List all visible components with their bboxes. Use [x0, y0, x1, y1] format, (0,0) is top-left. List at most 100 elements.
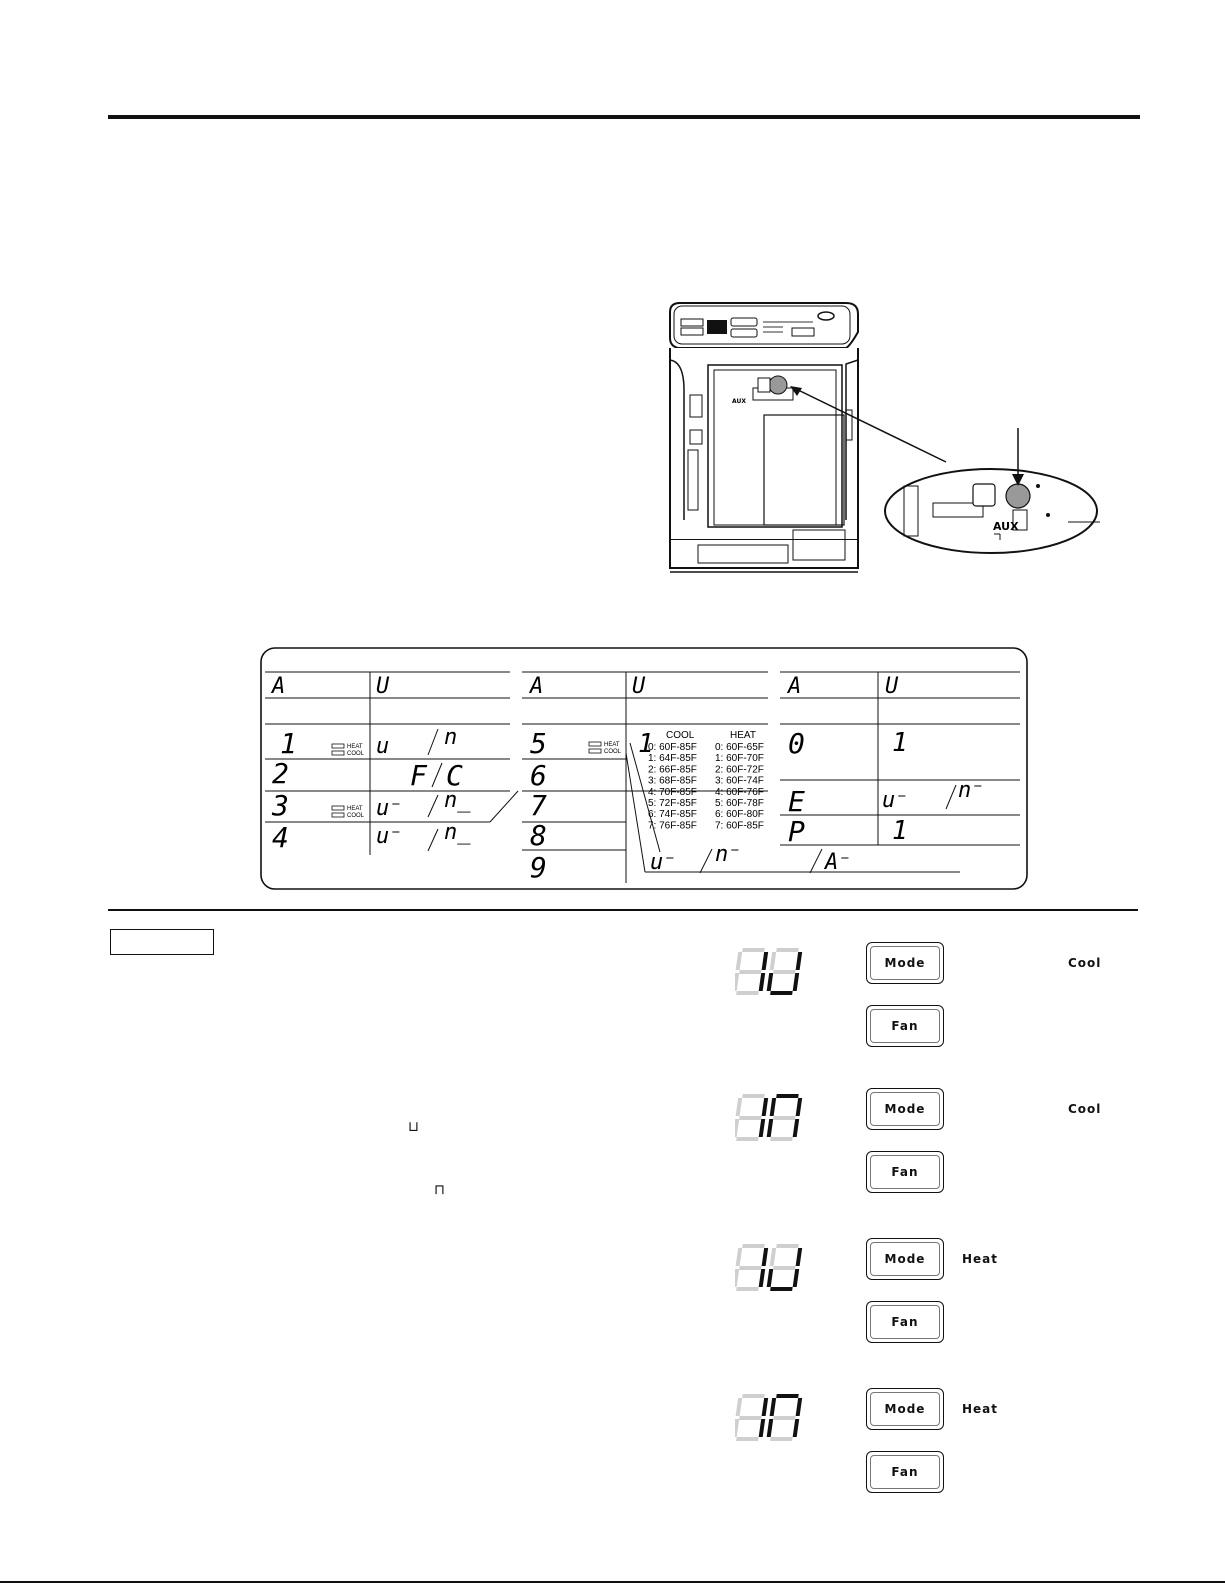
fan-button-label: Fan: [891, 1465, 919, 1479]
val-eb: n⁻: [958, 778, 985, 803]
mode-button[interactable]: Mode: [866, 942, 944, 984]
button-bezel: [870, 1155, 940, 1189]
led-heat-1: HEAT: [347, 744, 363, 750]
lcd-display: [732, 1392, 805, 1442]
val-2a: F: [410, 759, 428, 792]
high-glyph: ⊓: [434, 1182, 445, 1198]
mode-button-label: Mode: [884, 1252, 926, 1266]
button-bezel: [870, 1392, 940, 1426]
mode-button[interactable]: Mode: [866, 1088, 944, 1130]
mode-indicator-heat: Heat: [962, 1252, 999, 1266]
unit-diagram: AUX AUX: [669, 302, 1100, 573]
val-4b: n_: [444, 820, 471, 845]
section-rule: [108, 909, 1138, 911]
val-3b: n_: [444, 788, 471, 813]
cool-range-3: 3: 68F-85F: [648, 776, 697, 787]
button-bezel: [870, 1242, 940, 1276]
led-cool-1: COOL: [347, 751, 365, 757]
section-label-box: [110, 929, 214, 955]
header-a-3: A: [786, 674, 801, 699]
cool-range-4: 4: 70F-85F: [648, 787, 697, 798]
header-a-2: A: [528, 674, 543, 699]
lcd-display: [732, 1242, 805, 1292]
cool-range-6: 6: 74F-85F: [648, 809, 697, 820]
code-9: 9: [530, 851, 547, 884]
code-4: 4: [272, 821, 289, 854]
code-2: 2: [272, 757, 289, 790]
val-p: 1: [892, 816, 908, 846]
val-0: 1: [892, 728, 908, 758]
fan-button[interactable]: Fan: [866, 1005, 944, 1047]
range-header-cool: COOL: [666, 730, 695, 741]
fan-button-label: Fan: [891, 1315, 919, 1329]
fan-button-label: Fan: [891, 1165, 919, 1179]
button-bezel: [870, 1305, 940, 1339]
aux-label-small: AUX: [732, 398, 746, 405]
heat-range-3: 3: 60F-74F: [715, 776, 764, 787]
code-7: 7: [530, 789, 547, 822]
fan-button[interactable]: Fan: [866, 1301, 944, 1343]
bottom-val-n: n⁻: [715, 842, 742, 867]
val-4a: u⁻: [376, 824, 403, 849]
heat-range-1: 1: 60F-70F: [715, 753, 764, 764]
code-0: 0: [788, 727, 805, 760]
mode-button[interactable]: Mode: [866, 1238, 944, 1280]
val-2b: C: [446, 759, 463, 792]
header-u-3: U: [885, 674, 899, 699]
led-cool-5: COOL: [604, 749, 622, 755]
aux-label: AUX: [993, 520, 1019, 533]
lcd-display: [732, 946, 805, 996]
cool-range-2: 2: 66F-85F: [648, 764, 697, 775]
led-cool-3: COOL: [347, 813, 365, 819]
code-3: 3: [271, 789, 289, 822]
bottom-val-a: A⁻: [823, 850, 852, 875]
heat-range-6: 6: 60F-80F: [715, 809, 764, 820]
fan-button-label: Fan: [891, 1019, 919, 1033]
header-u-1: U: [376, 674, 390, 699]
range-header-heat: HEAT: [730, 730, 756, 741]
code-6: 6: [530, 759, 547, 792]
lcd-display: [732, 1092, 805, 1142]
code-5: 5: [530, 727, 547, 760]
val-1b: n: [444, 725, 457, 750]
fan-button[interactable]: Fan: [866, 1451, 944, 1493]
low-glyph: ⊔: [408, 1119, 419, 1135]
heat-range-4: 4: 60F-76F: [715, 787, 764, 798]
header-a-1: A: [270, 674, 285, 699]
cool-range-0: 0: 60F-85F: [648, 742, 697, 753]
cool-range-5: 5: 72F-85F: [648, 798, 697, 809]
mode-button[interactable]: Mode: [866, 1388, 944, 1430]
mode-button-label: Mode: [884, 1402, 926, 1416]
button-bezel: [870, 1009, 940, 1043]
mode-button-label: Mode: [884, 1102, 926, 1116]
heat-range-0: 0: 60F-65F: [715, 742, 764, 753]
bottom-rule: [0, 1581, 1225, 1583]
code-8: 8: [530, 819, 547, 852]
heat-range-2: 2: 60F-72F: [715, 764, 764, 775]
led-heat-3: HEAT: [347, 806, 363, 812]
button-bezel: [870, 1455, 940, 1489]
mode-button-label: Mode: [884, 956, 926, 970]
val-ea: u⁻: [882, 788, 909, 813]
header-u-2: U: [632, 674, 646, 699]
button-bezel: [870, 1092, 940, 1126]
mode-indicator-cool: Cool: [1068, 1102, 1102, 1116]
button-bezel: [870, 946, 940, 980]
mode-indicator-cool: Cool: [1068, 956, 1102, 970]
heat-range-7: 7: 60F-85F: [715, 820, 764, 831]
val-1a: u: [376, 734, 389, 759]
cool-range-7: 7: 76F-85F: [648, 820, 697, 831]
code-1: 1: [280, 727, 297, 760]
range-digit: 1: [638, 729, 654, 759]
top-rule: [108, 115, 1140, 119]
cool-range-1: 1: 64F-85F: [648, 753, 697, 764]
bottom-val-u: u⁻: [650, 850, 677, 875]
settings-table: A U A U A U 1 HEAT COOL u n 2 F C 3 HEAT…: [260, 647, 1028, 890]
fan-button[interactable]: Fan: [866, 1151, 944, 1193]
val-3a: u⁻: [376, 796, 403, 821]
led-heat-5: HEAT: [604, 742, 620, 748]
code-e: E: [788, 785, 805, 818]
code-p: P: [788, 815, 805, 848]
heat-range-5: 5: 60F-78F: [715, 798, 764, 809]
mode-indicator-heat: Heat: [962, 1402, 999, 1416]
